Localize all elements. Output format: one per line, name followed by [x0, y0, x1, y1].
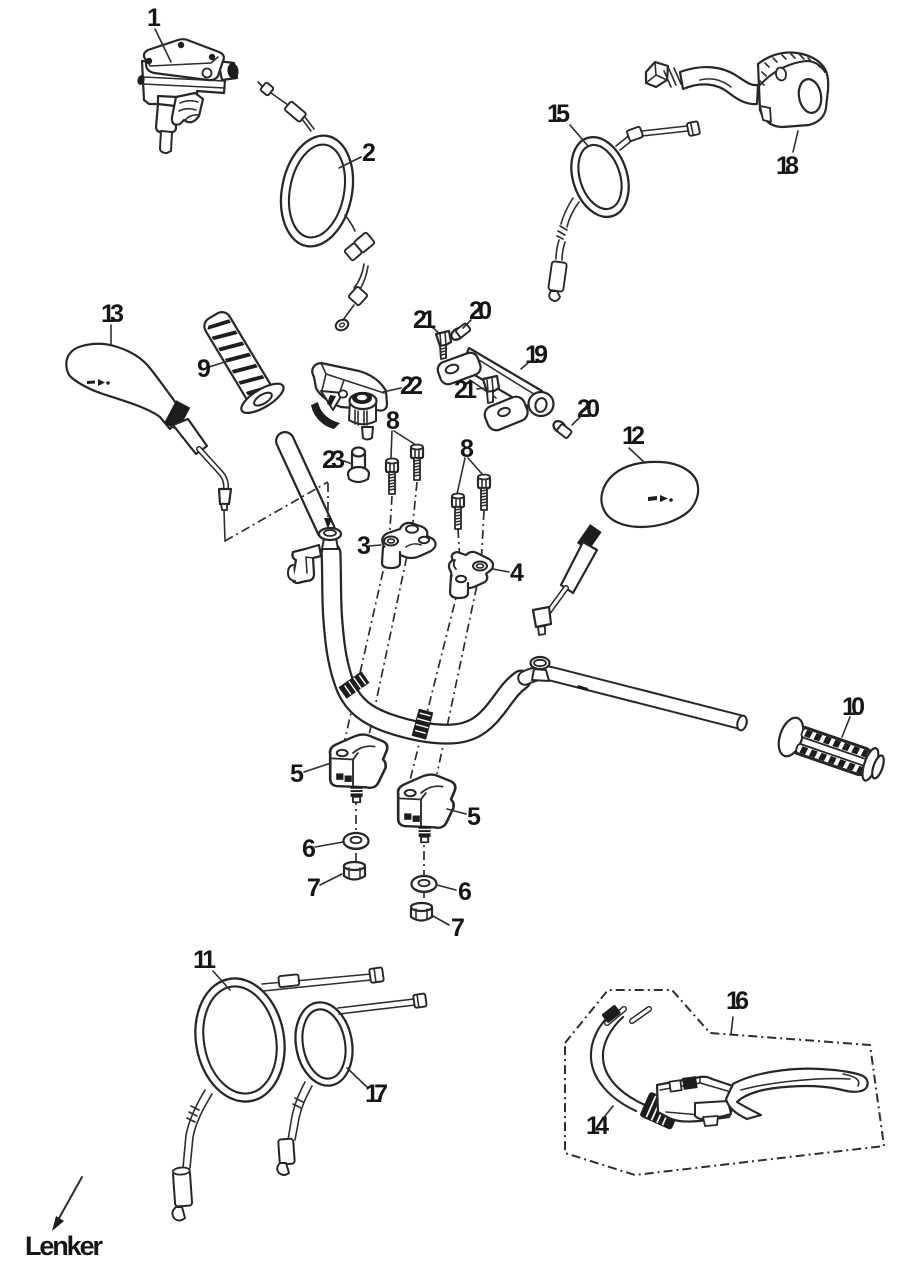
svg-text:4: 4 [510, 559, 524, 587]
svg-text:16: 16 [726, 987, 749, 1015]
svg-text:14: 14 [586, 1112, 609, 1140]
svg-text:11: 11 [193, 946, 216, 974]
svg-text:15: 15 [547, 100, 570, 128]
svg-text:6: 6 [302, 835, 316, 863]
svg-text:5: 5 [467, 803, 481, 831]
svg-text:Lenker: Lenker [25, 1231, 103, 1261]
svg-text:2: 2 [362, 139, 376, 167]
svg-text:23: 23 [322, 446, 345, 474]
svg-text:8: 8 [386, 407, 400, 435]
svg-text:12: 12 [622, 422, 645, 450]
svg-text:20: 20 [469, 297, 492, 325]
svg-text:10: 10 [842, 693, 865, 721]
svg-text:21: 21 [413, 306, 436, 334]
svg-text:6: 6 [458, 878, 472, 906]
svg-text:7: 7 [307, 874, 321, 902]
svg-text:18: 18 [776, 152, 799, 180]
svg-text:13: 13 [101, 300, 124, 328]
svg-text:21: 21 [454, 376, 477, 404]
svg-text:17: 17 [365, 1080, 388, 1108]
svg-text:19: 19 [525, 341, 548, 369]
svg-text:7: 7 [451, 914, 465, 942]
svg-text:5: 5 [290, 760, 304, 788]
svg-text:22: 22 [400, 372, 423, 400]
svg-text:20: 20 [577, 395, 600, 423]
svg-text:8: 8 [460, 435, 474, 463]
svg-text:1: 1 [147, 4, 161, 32]
svg-text:3: 3 [357, 532, 371, 560]
svg-text:9: 9 [197, 355, 211, 383]
